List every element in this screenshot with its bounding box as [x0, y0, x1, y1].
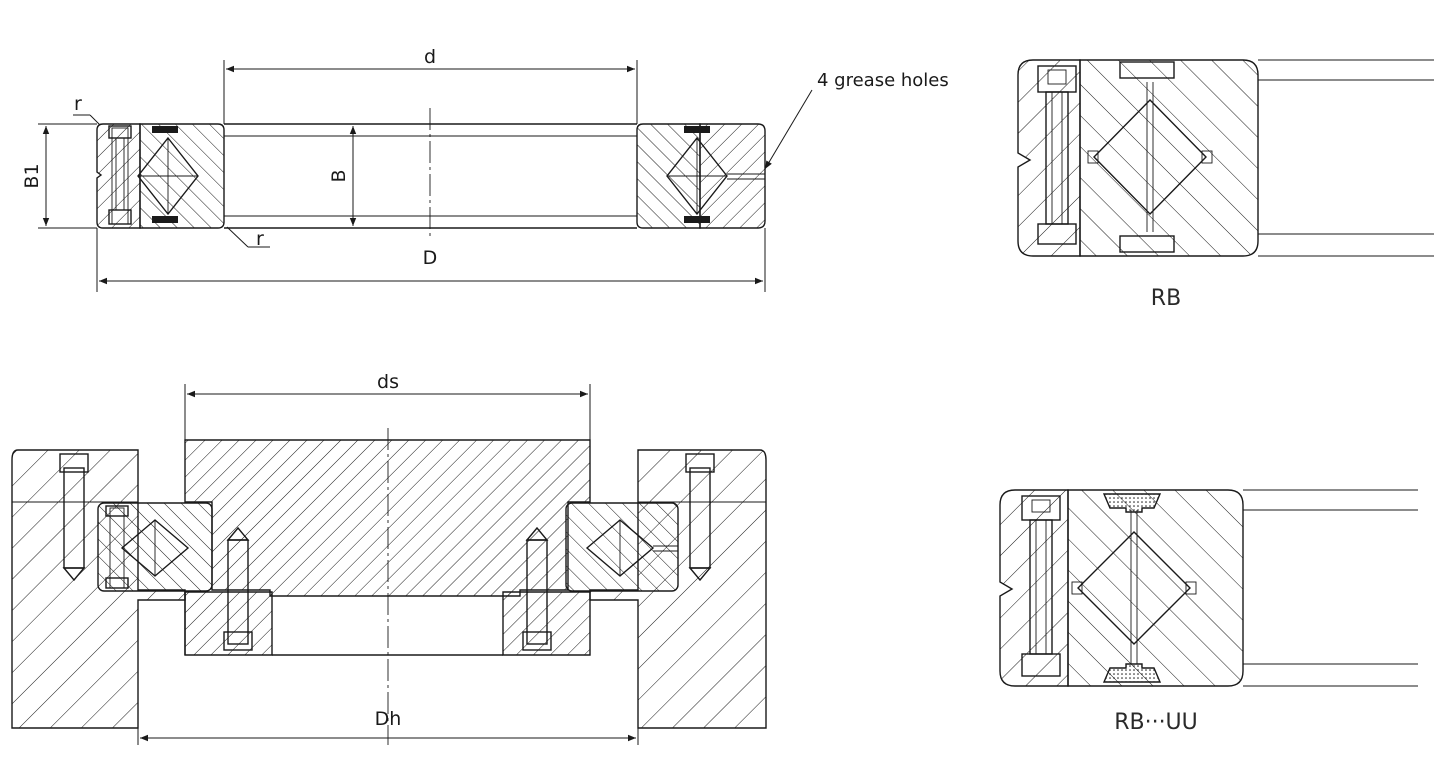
rbuu-caption: RB···UU	[1114, 710, 1198, 735]
bolt-head-icon	[108, 125, 132, 139]
bearing-section-view: d D B B1 r r 4 grease holes	[21, 46, 949, 292]
right-mounted-bearing	[565, 502, 679, 592]
dim-label-d: d	[424, 46, 436, 68]
left-mounted-bearing	[97, 502, 213, 592]
dim-label-ds: ds	[377, 371, 399, 393]
right-ring-section	[636, 123, 766, 229]
bolt-head-icon	[223, 631, 253, 651]
dim-label-B1: B1	[21, 163, 43, 188]
dim-label-Dh: Dh	[375, 708, 402, 730]
radius-label-top: r	[74, 93, 82, 115]
housing-bolts	[59, 453, 715, 651]
grease-holes-note: 4 grease holes	[817, 70, 949, 91]
dim-label-B: B	[328, 169, 350, 182]
roller-icon	[1077, 531, 1191, 645]
rbuu-detail-view: RB···UU	[999, 489, 1418, 735]
bolt-head-icon	[685, 453, 715, 473]
rb-caption: RB	[1151, 286, 1181, 311]
left-ring-section	[96, 123, 225, 229]
seal-icon	[1102, 663, 1162, 683]
radius-label-bottom: r	[256, 228, 264, 250]
roller-icon	[1093, 99, 1207, 215]
rb-detail-view: RB	[1017, 59, 1434, 311]
mounting-assembly-view: ds Dh	[11, 371, 767, 745]
dim-label-D: D	[423, 247, 438, 269]
bolt-head-icon	[59, 453, 89, 473]
bolt-head-icon	[1037, 65, 1077, 93]
bolt-head-icon	[522, 631, 552, 651]
bolt-head-icon	[1021, 495, 1061, 521]
seal-icon	[1102, 493, 1162, 513]
